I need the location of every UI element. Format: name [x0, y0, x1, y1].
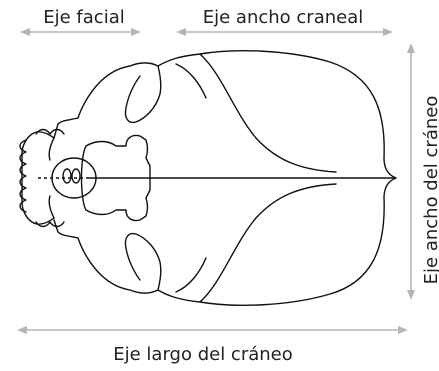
snout-inner-upper: [49, 138, 54, 160]
nasal-inner-left: [63, 169, 71, 183]
cranial-width-axis-label: Eje ancho craneal: [203, 7, 364, 28]
snout-inner-lower: [49, 196, 54, 218]
skull-width-axis-label: Eje ancho del cráneo: [421, 96, 439, 285]
cranial-width-axis-arrow: [176, 28, 393, 36]
zygomatic-arch-upper: [125, 66, 160, 122]
zygomatic-arch-lower: [125, 234, 160, 290]
skull-length-axis-label: Eje largo del cráneo: [113, 344, 293, 365]
facial-axis-label: Eje facial: [43, 7, 124, 28]
skull-length-axis-arrow: [17, 326, 408, 334]
temporal-line-lower: [200, 184, 336, 302]
arch-inner-lower: [176, 258, 206, 292]
temporal-line-upper: [200, 54, 336, 172]
nasal-inner-right: [72, 169, 80, 183]
skull-width-axis-arrow: [407, 43, 415, 300]
skull-drawing: [20, 51, 396, 306]
facial-axis-arrow: [20, 28, 141, 36]
incisor-row: [20, 140, 26, 212]
arch-inner-upper: [176, 64, 206, 98]
